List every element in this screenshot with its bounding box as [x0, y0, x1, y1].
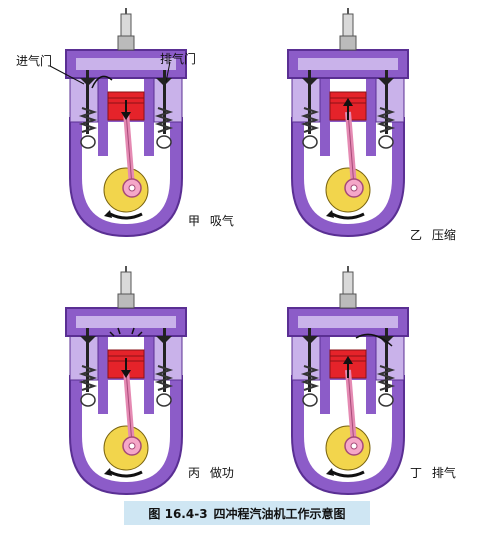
stroke-label-2: 乙 压缩: [410, 226, 456, 243]
stroke-name: 排气: [431, 466, 456, 480]
caption-number: 图 16.4-3: [148, 506, 208, 521]
engine-panel-4: [288, 266, 408, 494]
engine-panel-3: [66, 266, 186, 494]
stroke-name: 做功: [209, 466, 234, 480]
stroke-name: 吸气: [209, 214, 234, 228]
caption-title: 四冲程汽油机工作示意图: [213, 506, 346, 521]
stroke-letter: 丙: [188, 466, 201, 480]
exhaust-leader-line: [165, 61, 171, 83]
stroke-label-3: 丙 做功: [188, 464, 234, 481]
stroke-name: 压缩: [431, 228, 456, 242]
stroke-label-4: 丁 排气: [410, 464, 456, 481]
engine-panel-1: [66, 8, 186, 236]
intake-flow-arrow: [91, 75, 113, 89]
figure-caption: 图 16.4-3 四冲程汽油机工作示意图: [124, 501, 370, 525]
stroke-letter: 甲: [188, 214, 201, 228]
stroke-label-1: 甲 吸气: [188, 212, 234, 229]
intake-leader-line: [49, 65, 85, 85]
spark-icon: [109, 327, 143, 337]
label-exhaust-valve: 排气门: [160, 52, 197, 66]
stroke-letter: 丁: [410, 466, 423, 480]
engine-panel-2: [288, 8, 408, 236]
exhaust-flow-arrow: [355, 333, 393, 347]
label-intake-valve: 进气门: [16, 54, 53, 68]
stroke-letter: 乙: [410, 228, 423, 242]
